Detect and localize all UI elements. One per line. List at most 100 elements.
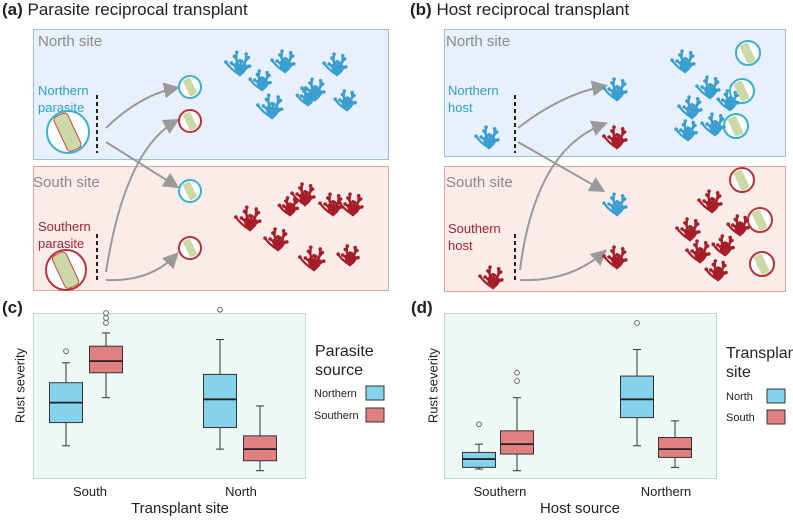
panel-c-letter: (c) (2, 298, 23, 317)
panel-b-north-resident-plant-3 (716, 89, 740, 112)
panel-b-transplant-south-red (602, 245, 628, 270)
panel-b-northern-source-label: Northern host (448, 82, 499, 116)
panel-a-arrow-south-to-south (105, 252, 179, 282)
panel-a-south-host-plant-0 (234, 205, 262, 232)
panel-a-north-site-box (33, 29, 389, 160)
panel-a-arrow-south-to-north (105, 119, 180, 273)
panel-a-southern-parasite-icon (45, 249, 87, 291)
panel-a-arrow-north-to-north (105, 82, 180, 129)
panel-a-northern-parasite-icon (46, 110, 90, 154)
panel-c-legend-swatch-1 (365, 407, 385, 423)
panel-c-legend-item-0: Northern (314, 388, 357, 400)
panel-a-south-site-label: South site (33, 174, 100, 191)
panel-a-southern-source-line1: Southern (38, 219, 91, 234)
panel-b-south-resident-plant-4 (726, 214, 750, 237)
panel-a-north-host-plant-0 (224, 50, 252, 77)
chart-0-southern-0-box (89, 310, 123, 399)
panel-b-letter: (b) (410, 0, 432, 19)
chart-0-northern-0-box (49, 348, 83, 447)
panel-d-legend-title-line2: site (726, 364, 751, 381)
panel-a-letter: (a) (2, 0, 23, 19)
panel-c-legend-swatch-0 (365, 385, 385, 401)
chart-0-northern-1-iqr (203, 373, 237, 429)
panel-a-north-site-label: North site (38, 33, 103, 50)
chart-1-south-1-box (658, 420, 692, 468)
panel-b-arrow-south-to-south (519, 249, 608, 282)
panel-c-xtick-1: North (225, 484, 257, 499)
panel-b-callout-south-1 (729, 167, 755, 193)
panel-b-south-resident-plant-1 (675, 217, 701, 242)
panel-b-arrow-north-to-south (517, 141, 606, 192)
panel-b-arrow-south-to-north (519, 120, 608, 271)
panel-a-northern-source-line1: Northern (38, 83, 89, 98)
panel-a-south-host-plant-5 (338, 192, 364, 217)
panel-b-transplant-north-red (602, 125, 628, 150)
chart-1-south-0-outlier-0 (514, 378, 520, 384)
panel-b-callout-north-1 (735, 40, 761, 66)
panel-a-target-north-red (178, 109, 202, 133)
panel-b-southern-source-label: Southern host (448, 220, 501, 254)
chart-1-south-0-iqr (500, 430, 534, 455)
panel-c-legend-title: Parasite source (315, 342, 374, 380)
panel-b-transplant-north-blue (602, 77, 628, 102)
panel-a-target-south-blue (178, 179, 202, 203)
panel-b-title: (b) Host reciprocal transplant (410, 0, 629, 20)
panel-a-north-host-plant-2 (248, 69, 272, 92)
panel-a-south-host-plant-4 (298, 245, 326, 272)
panel-a-south-host-plant-1 (290, 182, 316, 207)
panel-a-north-host-plant-7 (295, 86, 318, 107)
panel-a-south-host-plant-6 (336, 244, 360, 267)
panel-d-legend-item-0: North (726, 391, 753, 403)
chart-0-southern-0-outlier-0 (103, 320, 109, 326)
panel-b-callout-south-3 (749, 251, 775, 277)
panel-d-xtick-0: Southern (473, 484, 527, 499)
panel-a-south-site-box (33, 166, 389, 291)
panel-c-legend-item-1: Southern (314, 410, 359, 422)
panel-b-south-resident-plant-2 (711, 234, 735, 257)
panel-a-southern-source-line2: parasite (38, 236, 85, 251)
panel-c-xlabel: Transplant site (131, 500, 229, 517)
chart-1-south-1-iqr (658, 437, 692, 458)
chart-0-southern-0-outlier-2 (103, 310, 109, 316)
panel-a-title: (a) Parasite reciprocal transplant (2, 0, 248, 20)
chart-1-south-0-box (500, 369, 534, 472)
panel-b-southern-source-line2: host (448, 238, 473, 253)
panel-a-south-host-plant-3 (263, 227, 289, 252)
panel-c-legend-title-line1: Parasite (315, 343, 374, 360)
panel-a-north-host-plant-5 (256, 93, 284, 120)
panel-b-south-resident-plant-3 (685, 239, 711, 264)
chart-1-north-1-outlier-0 (634, 320, 640, 326)
chart-0-northern-0-outlier-0 (63, 348, 69, 355)
panel-d-letter-box: (d) (411, 298, 433, 318)
panel-b-transplant-south-blue (602, 192, 628, 217)
chart-0-southern-0-outlier-1 (103, 315, 109, 321)
chart-1-north-0-outlier-0 (476, 421, 482, 428)
chart-0-northern-1-box (203, 306, 237, 450)
panel-b-north-resident-plant-1 (695, 75, 721, 100)
panel-d-letter: (d) (411, 298, 433, 317)
panel-b-north-resident-plant-0 (670, 49, 696, 74)
panel-b-north-resident-plant-2 (677, 95, 703, 120)
panel-d-legend-swatch-0 (766, 388, 786, 404)
panel-d-legend-swatch-1 (766, 409, 786, 425)
panel-d-xtick-1: Northern (640, 484, 692, 499)
chart-0-southern-1-box (243, 405, 277, 472)
panel-b-callout-north-3 (723, 113, 749, 139)
panel-b-south-resident-plant-5 (704, 259, 728, 282)
chart-1-south-0-outlier-1 (514, 369, 520, 376)
panel-b-northern-source-line1: Northern (448, 83, 499, 98)
panel-a-north-host-plant-3 (322, 52, 348, 77)
chart-0-southern-0-iqr (89, 345, 123, 374)
panel-a-north-host-plant-1 (270, 49, 296, 74)
panel-a-south-host-plant-7 (277, 196, 300, 217)
panel-b-southern-host-plant (478, 265, 504, 290)
panel-b-callout-south-2 (747, 207, 773, 233)
panel-c-xtick-0: South (73, 484, 107, 499)
panel-b-north-site-label: North site (446, 33, 511, 50)
panel-a-south-host-plant-2 (318, 192, 344, 217)
chart-1-north-1-box (620, 320, 654, 447)
panel-b-north-resident-plant-4 (700, 112, 726, 137)
panel-b-south-site-label: South site (446, 174, 513, 191)
chart-1-north-0-box (462, 421, 496, 470)
